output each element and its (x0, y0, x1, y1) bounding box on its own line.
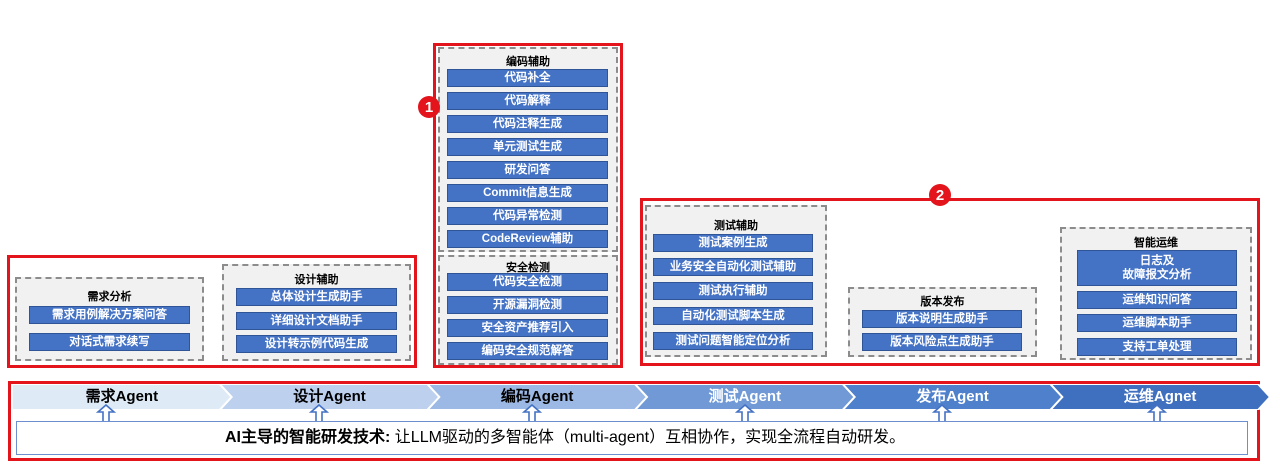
pill-code-security: 代码安全检测 (447, 273, 608, 291)
pill-release-risk: 版本风险点生成助手 (862, 333, 1022, 351)
pipeline-chevron-6 (1048, 384, 1270, 410)
pill-design-to-code: 设计转示例代码生成 (236, 335, 397, 353)
pill-commit-msg: Commit信息生成 (447, 184, 608, 202)
agent-pipeline (12, 384, 1270, 410)
pill-ops-knowledge: 运维知识问答 (1077, 291, 1237, 309)
pipeline-stage-label-3: 编码Agent (500, 388, 574, 405)
group-testing-title: 测试辅助 (714, 220, 758, 232)
region-pipeline (8, 381, 1260, 461)
pill-oss-vuln: 开源漏洞检测 (447, 296, 608, 314)
badge-one: 1 (418, 96, 440, 118)
group-requirements-title: 需求分析 (87, 291, 132, 303)
pill-security-assets: 安全资产推荐引入 (447, 319, 608, 337)
pill-release-notes: 版本说明生成助手 (862, 310, 1022, 328)
pill-log-analysis-line2: 故障报文分析 (1122, 269, 1192, 281)
pill-test-case: 测试案例生成 (653, 234, 813, 252)
group-testing (645, 205, 827, 357)
pipeline-stage-label-2: 设计Agent (293, 388, 366, 405)
pill-auto-test-script: 自动化测试脚本生成 (653, 307, 813, 325)
pipeline-chevron-5 (841, 384, 1064, 410)
pill-dev-qa: 研发问答 (447, 161, 608, 179)
group-ops-title: 智能运维 (1134, 237, 1178, 249)
group-security-title: 安全检测 (506, 262, 550, 274)
pipeline-chevron-4 (633, 384, 857, 410)
pill-ops-script: 运维脚本助手 (1077, 314, 1237, 332)
pill-overall-design: 总体设计生成助手 (236, 288, 397, 306)
pipeline-chevron-3 (425, 384, 649, 410)
pill-code-completion: 代码补全 (447, 69, 608, 87)
banner-box (16, 421, 1248, 455)
pill-unit-test: 单元测试生成 (447, 138, 608, 156)
pill-log-analysis: 日志及 故障报文分析 (1077, 250, 1237, 286)
pill-code-anomaly: 代码异常检测 (447, 207, 608, 225)
pill-code-comment: 代码注释生成 (447, 115, 608, 133)
pill-req-continue: 对话式需求续写 (29, 333, 190, 351)
pipeline-chevron-2 (218, 384, 441, 410)
pill-biz-security-test: 业务安全自动化测试辅助 (653, 258, 813, 276)
pipeline-stage-label-1: 需求Agent (85, 388, 159, 405)
region-requirements-design (7, 255, 417, 368)
group-release-title: 版本发布 (920, 296, 965, 308)
pill-req-usecase: 需求用例解决方案问答 (29, 306, 190, 324)
pipeline-chevron-1 (12, 384, 234, 410)
group-design-title: 设计辅助 (294, 274, 339, 286)
pill-code-review: CodeReview辅助 (447, 230, 608, 248)
pill-security-rules: 编码安全规范解答 (447, 342, 608, 360)
pill-log-analysis-line1: 日志及 (1139, 255, 1175, 267)
region-coding-security (433, 43, 623, 368)
pill-code-explain: 代码解释 (447, 92, 608, 110)
banner-body: 让LLM驱动的多智能体（multi-agent）互相协作，实现全流程自动研发。 (394, 429, 906, 446)
pipeline-stage-label-6: 运维Agnet (1123, 388, 1197, 405)
pill-test-issue-locate: 测试问题智能定位分析 (653, 332, 813, 350)
banner-bold: AI主导的智能研发技术: (225, 429, 391, 446)
banner-text: AI主导的智能研发技术: 让LLM驱动的多智能体（multi-agent）互相协… (225, 428, 905, 448)
pill-ticket-support: 支持工单处理 (1077, 338, 1237, 356)
pipeline-stage-label-5: 发布Agent (916, 388, 989, 405)
badge-two: 2 (929, 184, 951, 206)
group-coding-title: 编码辅助 (506, 56, 550, 68)
pipeline-stage-label-4: 测试Agent (708, 388, 782, 405)
pill-test-exec: 测试执行辅助 (653, 282, 813, 300)
pill-detail-design: 详细设计文档助手 (236, 312, 397, 330)
